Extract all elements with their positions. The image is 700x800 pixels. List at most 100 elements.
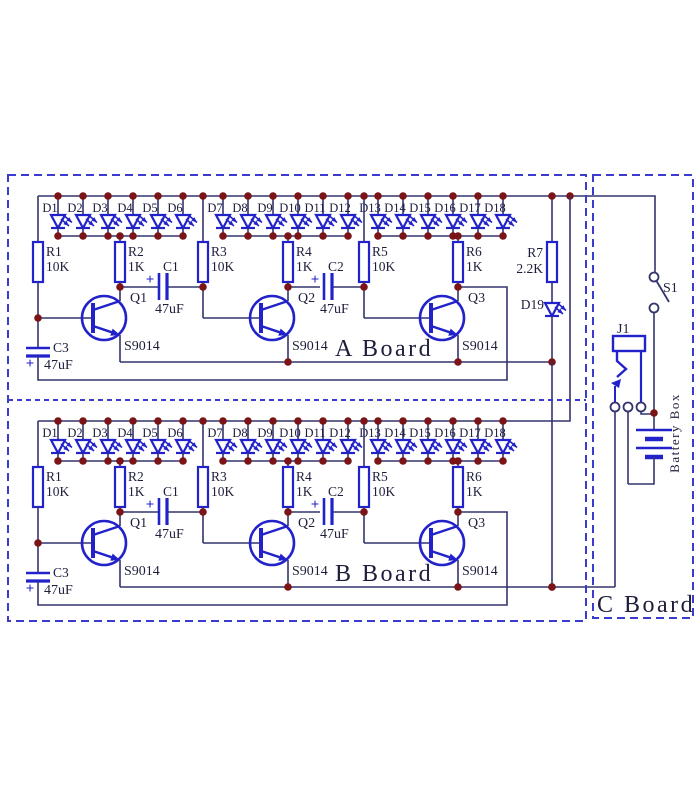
led-light-arrowhead: [253, 445, 259, 451]
power-rail: [38, 195, 656, 273]
transistor-emitter: [92, 549, 114, 559]
led-triangle: [149, 213, 167, 231]
junction-dot: [154, 232, 162, 240]
led-triangle: [419, 213, 437, 231]
transistor-circle: [80, 294, 128, 342]
junction-dot: [424, 417, 432, 425]
led-label: D14: [384, 426, 406, 440]
battery-negative-wire: [628, 457, 655, 485]
junction-dot: [199, 192, 207, 200]
resistor-value: 1K: [128, 484, 145, 499]
led-label: D7: [207, 426, 222, 440]
transistor-emitter-arrow: [278, 553, 288, 561]
resistor-label: R5: [372, 244, 388, 259]
junction-dot: [344, 417, 352, 425]
switch-lever: [655, 280, 670, 303]
transistor-emitter: [260, 324, 282, 334]
led-triangle: [264, 438, 282, 456]
led-triangle: [124, 213, 142, 231]
connector-spring-contact: [615, 351, 628, 378]
led-label: D5: [142, 426, 157, 440]
led-light-arrowhead: [383, 220, 389, 226]
junction-dot: [129, 192, 137, 200]
transistor-collector: [430, 524, 459, 537]
transistor-collector: [92, 299, 121, 312]
led-light-arrowhead: [433, 220, 439, 226]
led-triangle: [444, 438, 462, 456]
resistor-body: [357, 465, 371, 509]
capacitor-value: 47uF: [155, 527, 184, 542]
led-label: D2: [67, 201, 82, 215]
junction-dot: [129, 232, 137, 240]
resistor-value: 1K: [466, 259, 483, 274]
led-triangle: [49, 213, 67, 231]
capacitor-value: 47uF: [155, 302, 184, 317]
junction-dot: [34, 539, 42, 547]
led-triangle: [124, 438, 142, 456]
capacitor-value: 47uF: [320, 527, 349, 542]
junction-dot: [79, 417, 87, 425]
capacitor-label: C3: [53, 565, 69, 580]
terminal-circle: [648, 302, 660, 314]
junction-dot: [474, 457, 482, 465]
led-light-arrowhead: [508, 445, 514, 451]
led-light-arrowhead: [356, 442, 362, 448]
led-label: D15: [409, 201, 431, 215]
junction-dot: [319, 232, 327, 240]
led-triangle: [99, 213, 117, 231]
connector-label: J1: [617, 322, 629, 337]
led-triangle: [74, 213, 92, 231]
junction-dot: [424, 232, 432, 240]
led-triangle: [239, 213, 257, 231]
junction-dot: [374, 192, 382, 200]
led-light-arrowhead: [116, 442, 122, 448]
led-light-arrowhead: [228, 220, 234, 226]
led-light-arrowhead: [508, 220, 514, 226]
transistor-collector: [260, 524, 289, 537]
led-light-arrowhead: [461, 442, 467, 448]
led-label: D10: [279, 201, 301, 215]
junction-dot: [360, 508, 368, 516]
resistor-label: R5: [372, 469, 388, 484]
transistor-part-number: S9014: [292, 564, 328, 579]
led-triangle: [289, 213, 307, 231]
led-light-arrowhead: [386, 217, 392, 223]
junction-dot: [474, 192, 482, 200]
transistor-label: Q3: [468, 516, 485, 531]
led-light-arrowhead: [408, 445, 414, 451]
resistor-value: 10K: [46, 484, 70, 499]
led-triangle: [419, 438, 437, 456]
junction-dot: [499, 232, 507, 240]
junction-dot: [104, 417, 112, 425]
junction-dot: [269, 417, 277, 425]
junction-dot: [104, 232, 112, 240]
transistor-emitter-arrow: [110, 328, 120, 336]
led-label: D18: [484, 201, 506, 215]
led-label: D17: [459, 201, 481, 215]
led-label: D9: [257, 426, 272, 440]
junction-dot: [499, 457, 507, 465]
led-triangle: [369, 213, 387, 231]
transistor-emitter: [430, 549, 452, 559]
transistor-emitter: [260, 549, 282, 559]
junction-dot: [54, 457, 62, 465]
board-title: A Board: [335, 336, 433, 362]
junction-dot: [344, 192, 352, 200]
led-light-arrowhead: [386, 442, 392, 448]
c-board-border: [592, 174, 694, 619]
junction-dot: [244, 192, 252, 200]
junction-dot: [199, 417, 207, 425]
led-light-arrowhead: [408, 220, 414, 226]
resistor-label: R3: [211, 244, 227, 259]
transistor-part-number: S9014: [124, 564, 160, 579]
junction-dot: [154, 417, 162, 425]
led-light-arrowhead: [141, 442, 147, 448]
led-light-arrowhead: [253, 220, 259, 226]
junction-dot: [454, 232, 462, 240]
led-light-arrowhead: [188, 445, 194, 451]
resistor-value: 10K: [372, 484, 396, 499]
feedback-wire: [37, 286, 508, 381]
resistor-value: 1K: [296, 259, 313, 274]
